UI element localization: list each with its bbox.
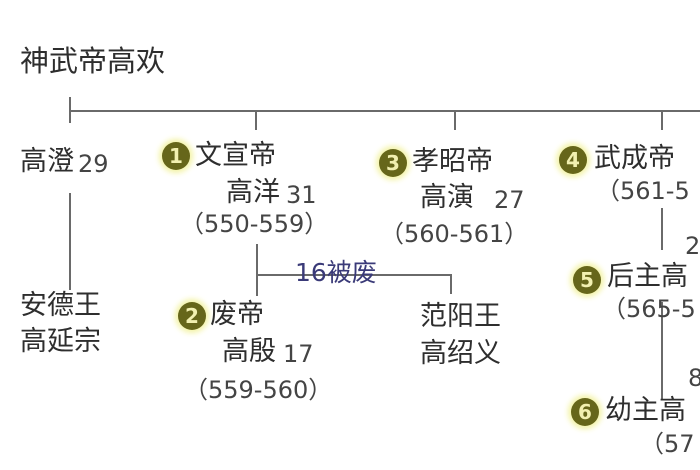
node-reign: （565-5 <box>602 295 696 323</box>
number-badge: 6 <box>571 398 599 426</box>
node-age: 29 <box>78 150 109 178</box>
line-wucheng-houzhu <box>661 208 663 250</box>
branch-line-wucheng <box>661 110 663 130</box>
deposed-note: 16被废 <box>295 258 377 287</box>
node-title: 范阳王 <box>420 301 501 332</box>
branch-line-wenxuan <box>255 110 257 130</box>
node-title: 安德王 <box>20 290 101 321</box>
node-reign: （560-561） <box>380 220 529 248</box>
node-name: 高殷 <box>222 336 276 367</box>
node-title: 幼主高 <box>605 395 686 426</box>
number-badge: 2 <box>178 302 206 330</box>
node-title: 文宣帝 <box>195 140 276 171</box>
node-age: 31 <box>286 181 317 209</box>
line-fanyang <box>450 274 452 294</box>
number-badge: 5 <box>573 266 601 294</box>
root-node: 神武帝高欢 <box>20 44 166 78</box>
node-title: 武成帝 <box>594 143 675 174</box>
node-name: 高绍义 <box>420 338 501 369</box>
node-title: 废帝 <box>210 299 264 330</box>
branch-line-xiaozhao <box>454 110 456 130</box>
number-badge: 1 <box>162 142 190 170</box>
node-reign: （559-560） <box>184 376 333 404</box>
node-age: 17 <box>283 340 314 368</box>
line-houzhu-youzhu <box>661 302 663 400</box>
node-reign: （57 <box>640 430 695 458</box>
node-age: 27 <box>494 186 525 214</box>
number-badge: 4 <box>559 146 587 174</box>
node-name: 高洋 <box>226 177 280 208</box>
line-wenxuan-children <box>256 244 258 296</box>
node-reign: （561-5 <box>596 177 690 205</box>
node-title: 后主高 <box>607 261 688 292</box>
node-age-fragment: 8 <box>688 364 700 392</box>
line-wenxuan-sons <box>256 274 452 276</box>
number-badge: 3 <box>379 149 407 177</box>
node-reign: （550-559） <box>180 210 329 238</box>
node-age-fragment: 2 <box>685 232 700 260</box>
line-gaocheng-andewang <box>69 193 71 290</box>
node-name: 高延宗 <box>20 326 101 357</box>
root-branch-line <box>70 110 700 112</box>
node-title: 孝昭帝 <box>412 146 493 177</box>
node-name: 高澄 <box>20 146 74 177</box>
root-stem-line <box>69 97 71 123</box>
node-name: 高演 <box>420 182 474 213</box>
